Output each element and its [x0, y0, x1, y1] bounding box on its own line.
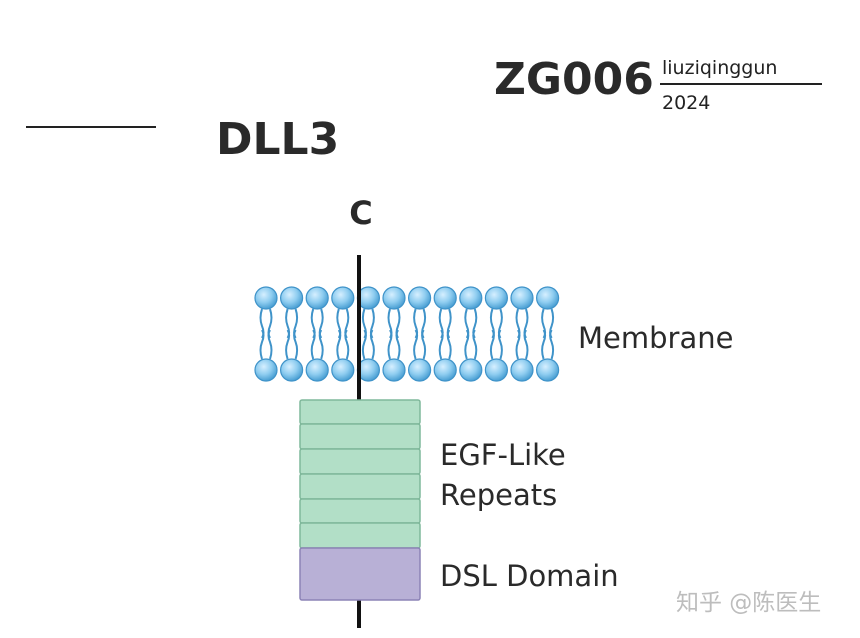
lipid-tail-lower: [497, 329, 503, 360]
lipid-tail-lower: [361, 329, 367, 360]
egf-repeat-2: [299, 423, 421, 450]
year-label: 2024: [662, 92, 711, 114]
lipid-tail-lower: [395, 329, 401, 360]
lipid-head-upper: [484, 286, 508, 310]
lipid-head-lower: [305, 358, 329, 382]
lipid-tail-lower: [438, 329, 444, 360]
lipid-head-lower: [433, 358, 457, 382]
lipid-tail-lower: [318, 329, 324, 360]
lipid-tail-lower: [541, 329, 547, 360]
lipid-tail-lower: [464, 329, 470, 360]
lipid-head-lower: [484, 358, 508, 382]
lipid-tail-lower: [489, 329, 495, 360]
lipid-tail-lower: [285, 329, 291, 360]
lipid-tail-lower: [446, 329, 452, 360]
lipid-head-upper: [459, 286, 483, 310]
header-divider: [660, 83, 822, 85]
lipid-tail-lower: [387, 329, 393, 360]
lipid-tail-lower: [310, 329, 316, 360]
egf-repeat-3: [299, 448, 421, 475]
lipid-tail-lower: [413, 329, 419, 360]
lipid-tail-lower: [472, 329, 478, 360]
membrane-label: Membrane: [578, 321, 733, 355]
lipid-head-upper: [382, 286, 406, 310]
lipid-head-lower: [510, 358, 534, 382]
egf-repeat-4: [299, 473, 421, 500]
lipid-tail-lower: [549, 329, 555, 360]
lipid-head-upper: [408, 286, 432, 310]
lipid-tail-lower: [515, 329, 521, 360]
lipid-head-upper: [433, 286, 457, 310]
lipid-head-lower: [254, 358, 278, 382]
lipid-head-upper: [510, 286, 534, 310]
lipid-tail-lower: [259, 329, 265, 360]
lipid-head-upper: [280, 286, 304, 310]
lipid-head-upper: [535, 286, 560, 310]
lipid-head-upper: [305, 286, 329, 310]
egf-like-repeats: [299, 399, 421, 549]
lipid-head-lower: [408, 358, 432, 382]
lipid-tail-lower: [369, 329, 375, 360]
egf-repeat-5: [299, 498, 421, 524]
watermark-text: 知乎 @陈医生: [676, 590, 822, 616]
diagram-code: ZG006: [494, 54, 654, 105]
lipid-tail-lower: [344, 329, 350, 360]
lipid-head-lower: [535, 358, 560, 382]
author-name: liuziqinggun: [662, 57, 778, 79]
dsl-domain-label: DSL Domain: [440, 559, 619, 593]
lipid-tail-lower: [293, 329, 299, 360]
dsl-domain-block: [299, 547, 421, 601]
c-terminus-label: C: [349, 194, 372, 232]
lipid-head-upper: [254, 286, 278, 310]
lipid-head-lower: [459, 358, 483, 382]
lipid-head-lower: [280, 358, 304, 382]
membrane-bilayer: [254, 286, 560, 382]
egf-label-line2: Repeats: [440, 478, 557, 512]
lipid-head-lower: [382, 358, 406, 382]
egf-label-line1: EGF-Like: [440, 438, 566, 472]
lipid-head-upper: [331, 286, 355, 310]
protein-title: DLL3: [216, 114, 340, 165]
lipid-tail-lower: [267, 329, 273, 360]
lipid-tail-lower: [336, 329, 342, 360]
lipid-tail-lower: [421, 329, 427, 360]
egf-repeat-1: [299, 399, 421, 425]
lipid-head-lower: [331, 358, 355, 382]
lipid-tail-lower: [523, 329, 529, 360]
title-divider: [26, 126, 156, 128]
egf-repeat-6: [299, 522, 421, 549]
